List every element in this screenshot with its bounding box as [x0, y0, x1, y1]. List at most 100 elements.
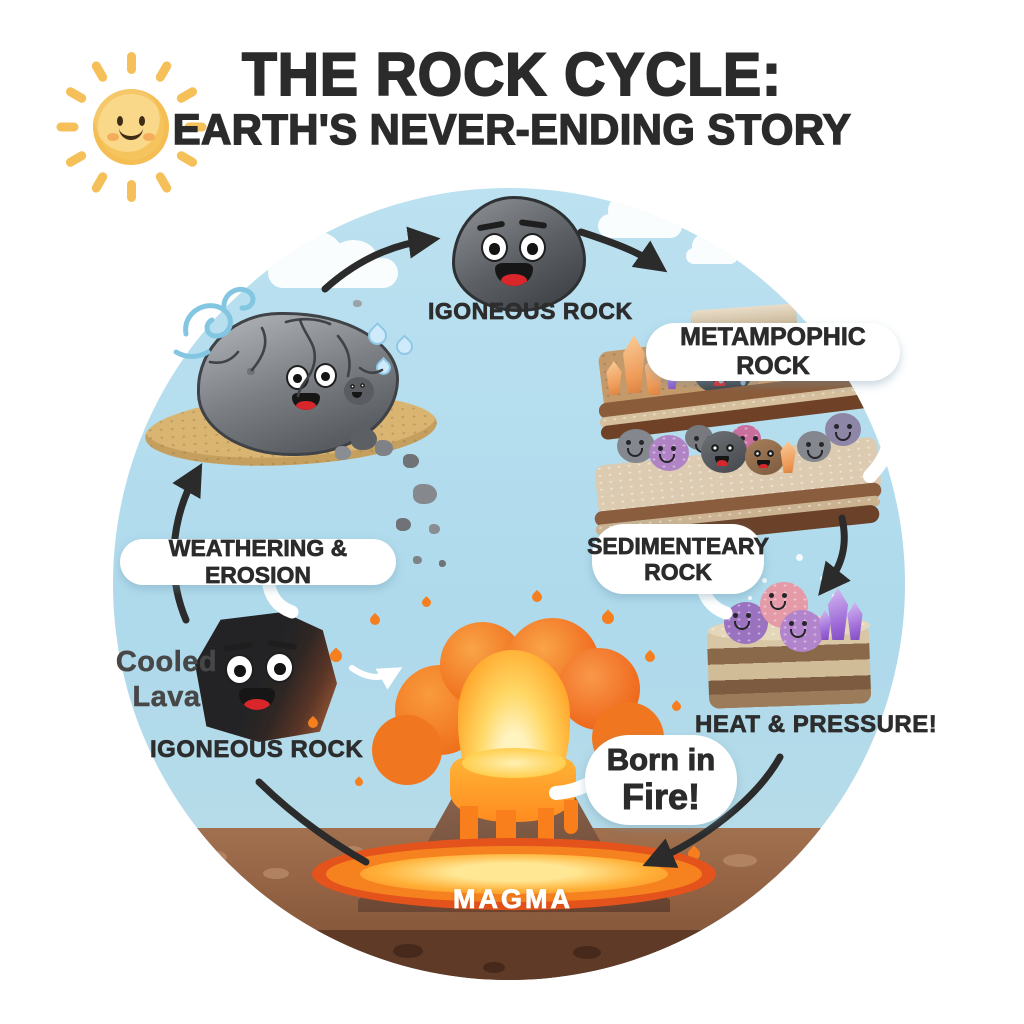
rock-pupil — [274, 662, 286, 676]
lava-droplet — [529, 589, 545, 605]
bubble-born-in-fire: Born in Fire! — [585, 735, 737, 825]
sun-smile — [119, 123, 143, 140]
lava-droplet — [367, 612, 383, 628]
pebble-face — [649, 435, 689, 471]
pebble-face-big — [701, 431, 747, 473]
rock-pupil — [234, 664, 246, 678]
sun-face — [93, 89, 169, 165]
rock-pupil — [527, 243, 539, 255]
debris-pebble — [396, 518, 411, 531]
rock-eye — [350, 384, 355, 389]
pebble-face — [825, 413, 861, 446]
cloud-icon — [686, 233, 738, 264]
bubble-weathering-text: WEATHERING & EROSION — [168, 535, 348, 589]
sparkle — [820, 576, 825, 581]
crystal-icon — [606, 361, 622, 395]
rock-eye — [481, 233, 508, 262]
rock-mouth — [239, 688, 275, 710]
sparkle — [762, 578, 767, 583]
rock-tongue — [758, 463, 769, 469]
rock-brow — [266, 639, 298, 651]
rock-eye — [711, 444, 719, 452]
rock-eye — [519, 233, 546, 262]
sedimentary-rock-block — [700, 554, 890, 713]
debris-pebble — [413, 484, 437, 504]
label-heat-pressure: HEAT & PRESSURE! — [695, 711, 938, 739]
crystal-icon — [780, 441, 796, 473]
crystal-icon — [847, 602, 863, 640]
sparkle — [748, 596, 752, 600]
rock-pupil — [293, 373, 303, 384]
rock-tongue — [244, 698, 270, 710]
lava-droplet — [599, 609, 617, 627]
pebble-face — [617, 429, 655, 463]
rock-mouth — [292, 393, 320, 410]
rock-mouth — [757, 460, 770, 469]
rock-pupil — [489, 243, 501, 255]
rock-eye — [726, 444, 734, 452]
sun-smiley-icon — [56, 52, 206, 202]
sun-ray — [89, 170, 109, 195]
sun-ray — [126, 52, 136, 74]
lava-droplet — [670, 700, 683, 713]
debris-pebble — [375, 440, 393, 456]
debris-pebble — [429, 524, 440, 534]
rock-tongue — [296, 401, 316, 410]
debris-pebble — [413, 556, 422, 564]
raindrop-icon — [392, 334, 417, 359]
page-title: THE ROCK CYCLE: — [241, 40, 782, 109]
bedrock-spot — [393, 944, 423, 958]
rock-pupil — [321, 371, 331, 382]
rock-eye — [314, 363, 337, 388]
rock-mouth — [352, 392, 362, 398]
pebble-face — [780, 610, 824, 652]
label-magma: MAGMA — [453, 884, 573, 915]
bubble-sedimentary-line2: ROCK — [644, 559, 712, 586]
rock-eye — [754, 450, 761, 457]
debris-pebble — [351, 428, 377, 450]
crystal-icon — [827, 588, 849, 640]
soil-pebble — [793, 874, 817, 884]
lava-droplet — [305, 715, 321, 731]
bedrock-spot — [303, 960, 321, 970]
pebble-face-big — [745, 439, 785, 475]
bubble-metamorphic: METAMPOPHIC ROCK — [646, 323, 900, 381]
debris-pebble — [353, 300, 362, 307]
cloud-icon — [598, 192, 682, 238]
eruption-plume — [372, 715, 442, 785]
bubble-metamorphic-text: METAMPOPHIC ROCK — [680, 323, 866, 381]
soil-pebble — [193, 850, 227, 864]
debris-pebble — [439, 560, 446, 567]
page-subtitle: EARTH'S NEVER-ENDING STORY — [172, 105, 852, 155]
lava-drip — [564, 800, 578, 834]
bedrock-spot — [573, 946, 601, 959]
sun-cheek — [107, 133, 119, 141]
lava-droplet — [353, 776, 365, 788]
bubble-born-line1: Born in — [606, 742, 716, 778]
sun-ray — [153, 170, 173, 195]
rock-brow — [476, 220, 506, 232]
rock-tongue — [717, 460, 727, 466]
bubble-sedimentary: SEDIMENTEARY ROCK — [587, 524, 769, 594]
crater-glow — [462, 748, 566, 778]
rock-eye — [767, 450, 774, 457]
rock-eye — [360, 383, 365, 388]
pebble-face — [797, 431, 831, 462]
bubble-weathering: WEATHERING & EROSION — [120, 535, 396, 588]
bedrock-spot — [483, 962, 505, 973]
bedrock-spot — [753, 944, 779, 956]
caption-cooled-lava-line1: Cooled — [115, 646, 218, 678]
magma-pool-core — [360, 854, 668, 894]
sparkle — [796, 554, 803, 561]
rock-brow — [518, 219, 548, 229]
soil-pebble — [263, 868, 289, 879]
rock-tongue — [500, 274, 528, 286]
label-igneous-top: IGONEOUS ROCK — [428, 298, 633, 325]
debris-pebble — [247, 368, 255, 375]
debris-pebble — [335, 446, 351, 460]
cloud-icon — [268, 231, 398, 288]
bubble-sedimentary-line1: SEDIMENTEARY — [587, 532, 770, 559]
debris-pebble — [403, 454, 419, 468]
bedrock-band — [113, 930, 905, 980]
bubble-born-line2: Fire! — [621, 776, 700, 818]
